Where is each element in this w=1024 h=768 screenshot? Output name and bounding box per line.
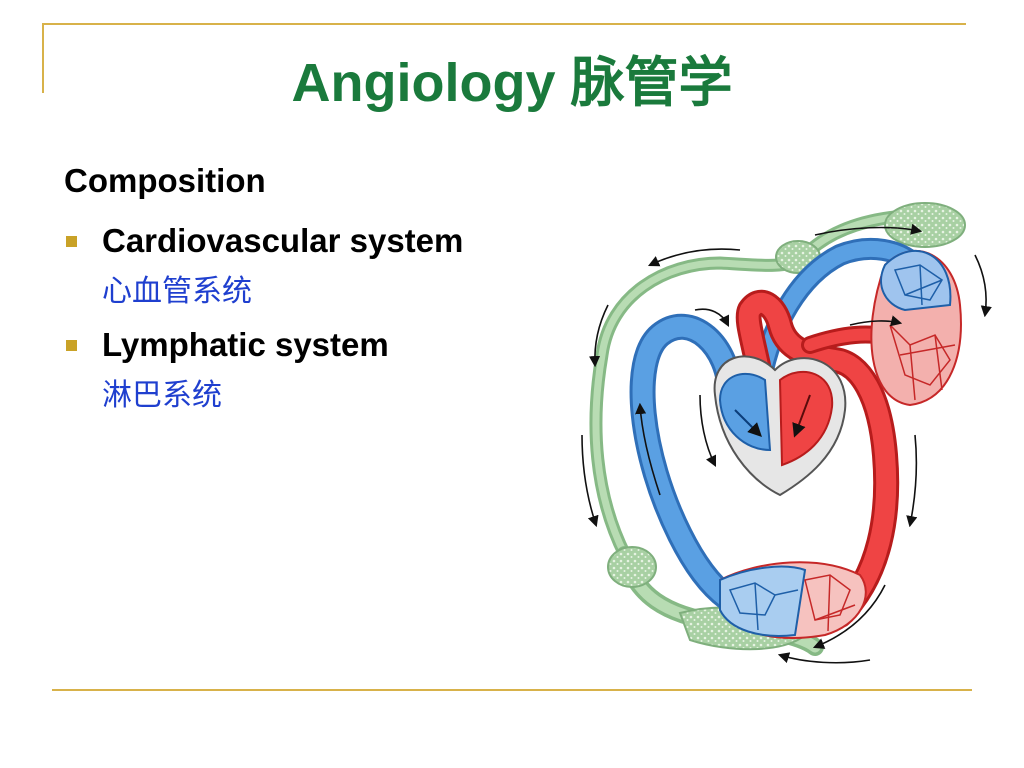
lung-capillary-bed	[870, 249, 962, 407]
frame-bottom-line	[52, 689, 972, 691]
lymph-node	[884, 202, 966, 248]
item-label: Lymphatic system	[102, 326, 389, 363]
item-chinese-label: 淋巴系统	[102, 379, 222, 412]
circulation-arrow-icon	[581, 223, 992, 664]
frame-left-line	[42, 23, 44, 93]
section-heading: Composition	[64, 162, 266, 199]
circulatory-system-diagram	[581, 202, 992, 664]
item-chinese-label: 心血管系统	[102, 275, 252, 308]
slide-title: Angiology 脉管学	[291, 53, 733, 113]
body-capillary-bed	[719, 561, 867, 639]
item-label: Cardiovascular system	[102, 222, 464, 259]
heart-icon	[713, 355, 847, 497]
frame-top-line	[42, 23, 966, 25]
square-bullet-icon	[66, 236, 77, 247]
square-bullet-icon	[66, 340, 77, 351]
lymph-node	[607, 546, 657, 588]
